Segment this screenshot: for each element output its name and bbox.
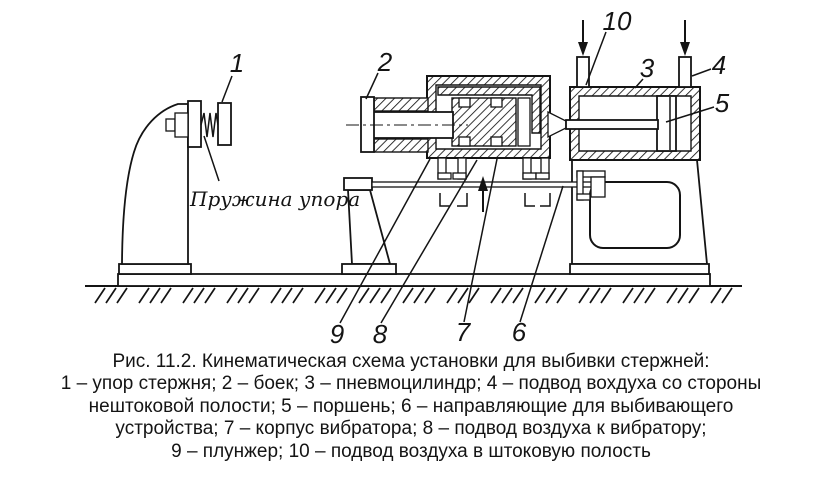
callout-7: 7 [456, 317, 472, 347]
ground-hatch [94, 287, 733, 304]
leader-10 [585, 31, 607, 86]
guide-clamp-block [590, 176, 606, 198]
plunger-port [490, 136, 503, 147]
rail-hook [439, 193, 450, 207]
plunger-port [490, 97, 503, 108]
plunger-port [458, 136, 471, 147]
figure-drawing: 1 2 3 4 5 6 7 8 9 10 Пружина упора [85, 6, 742, 348]
vibrator-end-plug [517, 97, 531, 147]
callout-10: 10 [603, 6, 632, 36]
air-inlet-arrow-left [578, 20, 588, 56]
piston-rod [565, 119, 659, 130]
bracket-foot [535, 172, 550, 180]
callout-9: 9 [330, 319, 344, 348]
air-arrow-head [680, 42, 690, 56]
callout-3: 3 [640, 53, 655, 83]
bracket-foot [522, 172, 537, 180]
stop-bracket-plate [187, 100, 202, 148]
stop-stand [118, 100, 232, 275]
caption-legend-line: 9 – плунжер; 10 – подвод воздуха в штоко… [171, 440, 651, 462]
striker-sleeve-top [373, 97, 429, 112]
leader-8 [380, 159, 478, 324]
leader-3 [634, 78, 644, 89]
callout-6: 6 [512, 317, 527, 347]
rail-hooks [439, 193, 551, 207]
caption: Рис. 11.2. Кинематическая схема установк… [0, 351, 822, 463]
guide-clamp-lip [576, 193, 591, 201]
rail-hook [524, 193, 535, 207]
leader-spring-note [203, 135, 220, 182]
striker-sleeve-bottom [373, 138, 429, 153]
air-pipe-rod-side [576, 56, 590, 88]
bracket-foot [437, 172, 452, 180]
cylinder-stand [569, 159, 710, 275]
vibrator-air-arrow [478, 176, 488, 212]
air-arrow-head [478, 176, 488, 191]
vibrator [346, 75, 567, 212]
leader-5 [665, 106, 715, 123]
air-pipe-head-side [678, 56, 692, 88]
rail-hook [457, 193, 468, 207]
handwritten-spring-note: Пружина упора [189, 187, 360, 211]
callout-numbers: 1 2 3 4 5 6 7 8 9 10 [230, 6, 730, 348]
callout-1: 1 [230, 48, 244, 78]
plunger-port [458, 97, 471, 108]
piston [656, 95, 677, 152]
leader-2 [365, 72, 379, 100]
leader-9 [339, 158, 431, 324]
stop-stand-body [121, 103, 189, 265]
stop-stand-foot [118, 263, 192, 275]
callout-8: 8 [373, 319, 388, 348]
leader-7 [463, 158, 498, 323]
cylinder-stand-cutout [589, 181, 681, 249]
leader-lines [203, 31, 715, 324]
guide-clamp [576, 170, 606, 201]
stop-bolt-head [165, 118, 176, 132]
caption-title: Рис. 11.2. Кинематическая схема установк… [112, 351, 710, 372]
callout-5: 5 [715, 88, 730, 118]
caption-legend-line: нештоковой полости; 5 – поршень; 6 – нап… [88, 395, 734, 417]
air-arrow-head [578, 42, 588, 56]
cone-coupling [547, 110, 567, 139]
vibrator-brackets [437, 157, 550, 180]
leader-1 [221, 75, 233, 103]
leader-4 [691, 68, 712, 77]
leader-6 [519, 185, 564, 323]
bracket-foot [452, 172, 467, 180]
callout-4: 4 [712, 50, 726, 80]
stop-bolt-nut [174, 112, 189, 138]
stop-disc [217, 102, 232, 146]
stop-spring [200, 112, 219, 138]
callout-2: 2 [377, 47, 393, 77]
caption-legend-line: устройства; 7 – корпус вибратора; 8 – по… [115, 418, 707, 440]
rail-hook [540, 193, 551, 207]
base-plate [117, 273, 711, 287]
caption-legend-line: 1 – упор стержня; 2 – боек; 3 – пневмоци… [60, 373, 762, 395]
vibrator-liner [437, 86, 541, 134]
pneumocylinder [565, 20, 701, 161]
air-inlet-arrow-right [680, 20, 690, 56]
cylinder-stand-foot [569, 263, 710, 275]
